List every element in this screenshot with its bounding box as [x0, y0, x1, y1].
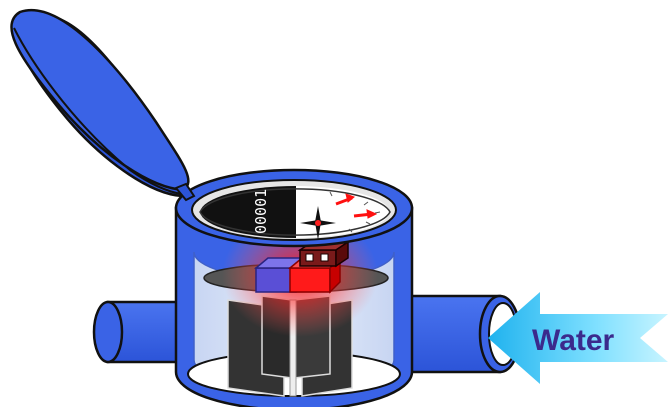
dial-face [200, 186, 390, 238]
water-label: Water [532, 324, 615, 357]
meter-lid [11, 10, 194, 200]
counter-reading: 00001 [252, 189, 270, 234]
water-flow-arrow: Water [488, 292, 668, 384]
